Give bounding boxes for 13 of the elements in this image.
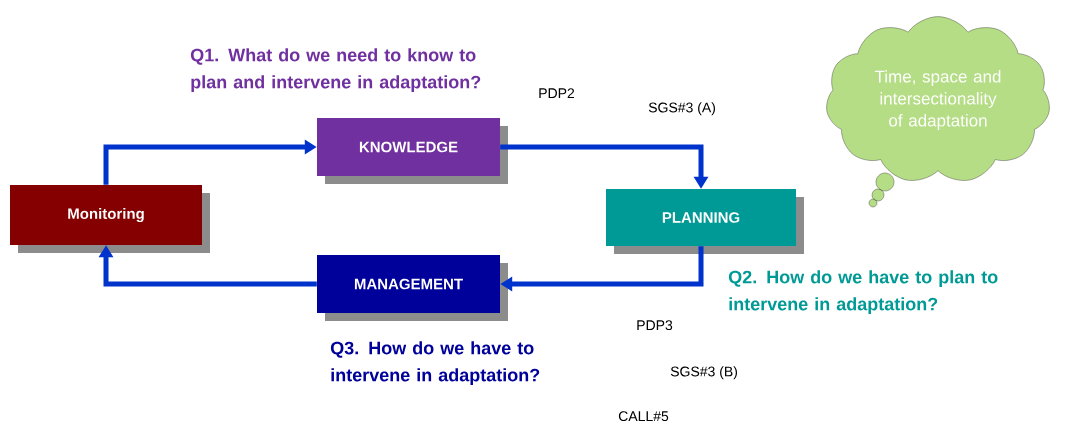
code-label: PDP3	[637, 320, 673, 331]
process-box: MANAGEMENT	[317, 255, 508, 321]
process-box: KNOWLEDGE	[317, 118, 508, 184]
question-text: Q1. What do we need to know to plan and intervene in adaptation?	[190, 48, 481, 92]
code-label: CALL#5	[618, 411, 669, 422]
process-box: Monitoring	[10, 185, 210, 253]
question-text: Q3. How do we have to intervene in adaptation?	[330, 341, 540, 385]
code-label: SGS#3 (B)	[670, 366, 737, 380]
code-label: PDP2	[539, 88, 575, 98]
code-label: SGS#3 (A)	[648, 102, 715, 116]
process-box: PLANNING	[606, 189, 804, 254]
thought-cloud: Time, space and intersectionality of adaptation	[826, 16, 1050, 208]
question-text: Q2. How do we have to plan to intervene in adaptation?	[728, 270, 998, 314]
